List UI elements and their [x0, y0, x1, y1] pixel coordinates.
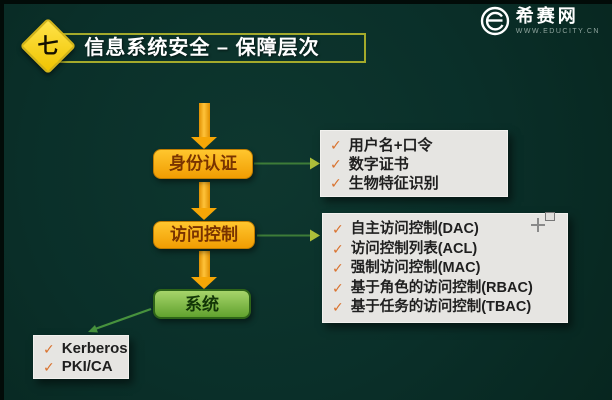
- auth-methods-list: ✓ 用户名+口令 ✓ 数字证书 ✓ 生物特征识别: [320, 130, 508, 197]
- educity-logo-icon: [480, 6, 509, 36]
- list-item-label: 基于角色的访问控制(RBAC): [350, 279, 533, 296]
- check-icon: ✓: [43, 341, 55, 357]
- brand-logo: 希赛网 WWW.EDUCITY.CN: [479, 5, 600, 37]
- page-title: 信息系统安全 – 保障层次: [84, 37, 320, 59]
- list-item-label: 访问控制列表(ACL): [350, 240, 478, 257]
- down-arrow-head-icon: [191, 277, 217, 289]
- down-arrow-icon: [199, 103, 210, 137]
- list-item: ✓ 基于角色的访问控制(RBAC): [332, 279, 558, 299]
- list-item: ✓ 用户名+口令: [330, 136, 498, 155]
- check-icon: ✓: [332, 299, 344, 315]
- down-arrow-icon: [199, 182, 210, 209]
- check-icon: ✓: [330, 156, 342, 172]
- list-item: ✓ 访问控制列表(ACL): [332, 240, 558, 260]
- check-icon: ✓: [330, 175, 342, 191]
- list-item-label: 数字证书: [348, 156, 409, 173]
- down-arrow-icon: [199, 251, 210, 278]
- list-item-label: PKI/CA: [61, 358, 113, 375]
- flow-node-access-control: 访问控制: [153, 221, 255, 249]
- check-icon: ✓: [332, 221, 344, 237]
- flow-node-authentication: 身份认证: [153, 149, 253, 179]
- list-item-label: 强制访问控制(MAC): [350, 260, 481, 276]
- list-item: ✓ 自主访问控制(DAC): [332, 220, 558, 240]
- check-icon: ✓: [43, 359, 55, 375]
- brand-url: WWW.EDUCITY.CN: [515, 28, 600, 35]
- down-arrow-head-icon: [191, 208, 217, 220]
- list-item-label: 自主访问控制(DAC): [350, 221, 479, 237]
- top-edge-bar: [0, 0, 612, 4]
- brand-text-block: 希赛网 WWW.EDUCITY.CN: [516, 5, 600, 35]
- down-arrow-head-icon: [191, 137, 217, 149]
- left-edge-bar: [0, 0, 4, 400]
- list-item: ✓ 生物特征识别: [330, 174, 498, 193]
- selection-handle: [545, 212, 555, 221]
- flow-node-system: 系统: [153, 289, 251, 319]
- list-item-label: Kerberos: [61, 340, 128, 357]
- list-item: ✓ PKI/CA: [43, 358, 119, 376]
- list-item: ✓ Kerberos: [43, 340, 128, 358]
- list-item: ✓ 强制访问控制(MAC): [332, 259, 558, 279]
- section-number-label: 七: [37, 35, 59, 58]
- check-icon: ✓: [330, 137, 342, 153]
- check-icon: ✓: [332, 240, 344, 257]
- check-icon: ✓: [332, 260, 344, 276]
- list-item: ✓ 数字证书: [330, 155, 498, 174]
- list-item: ✓ 基于任务的访问控制(TBAC): [332, 298, 558, 318]
- list-item-label: 生物特征识别: [348, 175, 439, 192]
- access-control-list: ✓ 自主访问控制(DAC) ✓ 访问控制列表(ACL) ✓ 强制访问控制(MAC…: [322, 213, 568, 323]
- crosshair-cursor: [531, 218, 545, 232]
- list-item-label: 用户名+口令: [348, 137, 433, 154]
- brand-name: 希赛网: [515, 6, 579, 26]
- system-tech-list: ✓ Kerberos ✓ PKI/CA: [33, 335, 129, 379]
- list-item-label: 基于任务的访问控制(TBAC): [350, 299, 532, 315]
- check-icon: ✓: [332, 279, 344, 296]
